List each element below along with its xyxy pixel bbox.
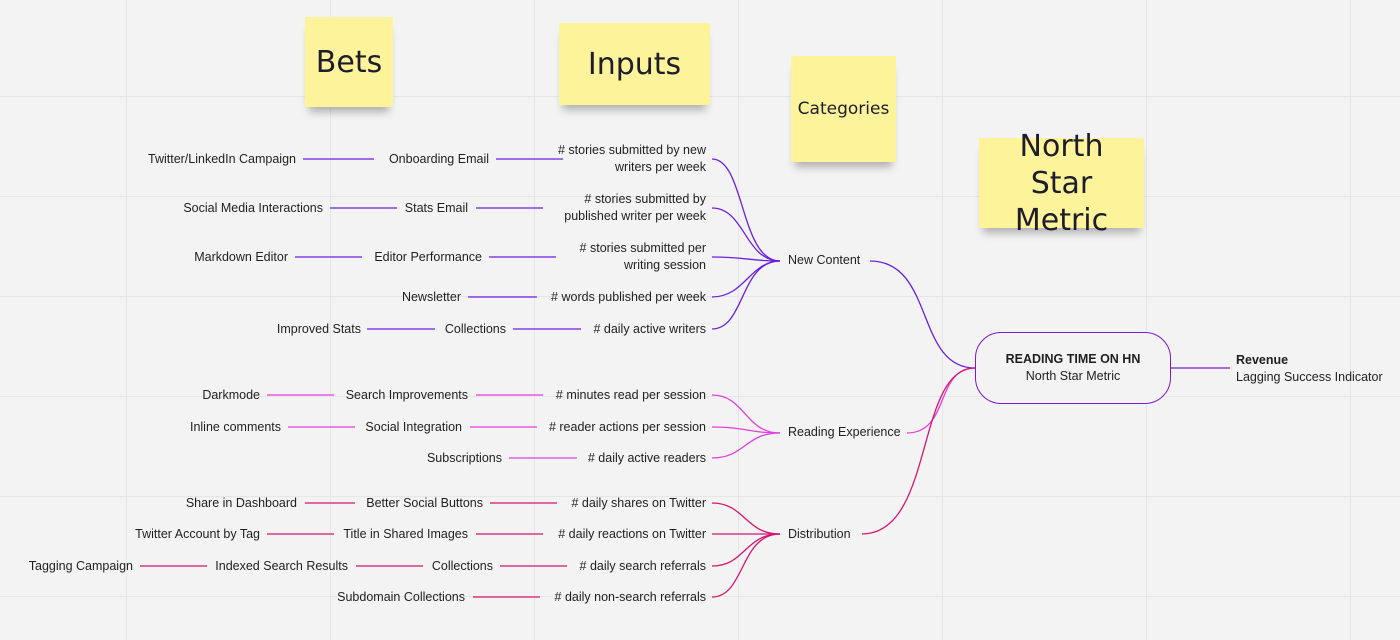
input-minutes-read[interactable]: # minutes read per session <box>555 388 706 402</box>
bet-indexed-search-results[interactable]: Indexed Search Results <box>215 559 348 573</box>
distribution-connectors <box>140 367 976 598</box>
reading-experience-connectors <box>267 367 976 459</box>
input-daily-active-readers[interactable]: # daily active readers <box>587 451 706 465</box>
category-reading-experience[interactable]: Reading Experience <box>788 425 901 439</box>
bet-markdown-editor[interactable]: Markdown Editor <box>194 250 288 264</box>
inputs-sticky[interactable]: Inputs <box>559 23 710 105</box>
input-stories-per-session[interactable]: # stories submitted per writing session <box>579 241 706 272</box>
input-stories-new-writers[interactable]: # stories submitted by new writers per w… <box>558 143 706 174</box>
bet-editor-performance[interactable]: Editor Performance <box>374 250 482 264</box>
category-distribution[interactable]: Distribution <box>788 527 851 541</box>
inputs-title: Inputs <box>587 46 682 82</box>
revenue-node[interactable]: Revenue Lagging Success Indicator <box>1236 352 1383 386</box>
bet-title-in-shared-images[interactable]: Title in Shared Images <box>343 527 468 541</box>
revenue-title: Revenue <box>1236 353 1289 367</box>
input-stories-published-writer[interactable]: # stories submitted by published writer … <box>564 192 706 223</box>
input-daily-non-search-referrals[interactable]: # daily non-search referrals <box>554 590 706 604</box>
revenue-subtitle: Lagging Success Indicator <box>1236 370 1383 384</box>
input-daily-search-referrals[interactable]: # daily search referrals <box>579 559 706 573</box>
bet-subdomain-collections[interactable]: Subdomain Collections <box>337 590 465 604</box>
category-new-content[interactable]: New Content <box>788 253 861 267</box>
bet-better-social-buttons[interactable]: Better Social Buttons <box>366 496 483 510</box>
north-star-sticky[interactable]: North Star Metric <box>979 129 1144 238</box>
categories-sticky[interactable]: Categories <box>791 56 896 162</box>
north-star-metric-title: READING TIME ON HN <box>1005 352 1141 366</box>
new-content-connectors <box>295 158 976 369</box>
bet-subscriptions[interactable]: Subscriptions <box>426 451 502 465</box>
bet-social-integration[interactable]: Social Integration <box>365 420 462 434</box>
input-daily-shares-twitter[interactable]: # daily shares on Twitter <box>571 496 706 510</box>
categories-title: Categories <box>797 99 890 119</box>
bet-collections-search[interactable]: Collections <box>431 559 493 573</box>
input-reader-actions[interactable]: # reader actions per session <box>548 420 706 434</box>
bet-onboarding-email[interactable]: Onboarding Email <box>388 152 489 166</box>
north-star-title: North Star Metric <box>1014 128 1109 238</box>
bet-tagging-campaign[interactable]: Tagging Campaign <box>28 559 133 573</box>
bets-title: Bets <box>315 44 383 80</box>
bet-stats-email[interactable]: Stats Email <box>404 201 468 215</box>
bet-social-media-interactions[interactable]: Social Media Interactions <box>183 201 323 215</box>
bet-newsletter[interactable]: Newsletter <box>401 290 461 304</box>
north-star-metric-subtitle: North Star Metric <box>1025 369 1121 383</box>
north-star-metric-node[interactable]: READING TIME ON HN North Star Metric <box>975 332 1171 404</box>
bet-improved-stats[interactable]: Improved Stats <box>276 322 361 336</box>
input-daily-reactions-twitter[interactable]: # daily reactions on Twitter <box>558 527 706 541</box>
bet-darkmode[interactable]: Darkmode <box>202 388 260 402</box>
input-daily-active-writers[interactable]: # daily active writers <box>593 322 706 336</box>
bet-inline-comments[interactable]: Inline comments <box>189 420 281 434</box>
bet-twitter-account-by-tag[interactable]: Twitter Account by Tag <box>135 527 260 541</box>
bet-twitter-linkedin-campaign[interactable]: Twitter/LinkedIn Campaign <box>148 152 296 166</box>
input-words-published[interactable]: # words published per week <box>551 290 706 304</box>
bets-sticky[interactable]: Bets <box>305 17 393 107</box>
bet-search-improvements[interactable]: Search Improvements <box>345 388 468 402</box>
bet-share-in-dashboard[interactable]: Share in Dashboard <box>185 496 297 510</box>
bet-collections-writers[interactable]: Collections <box>444 322 506 336</box>
